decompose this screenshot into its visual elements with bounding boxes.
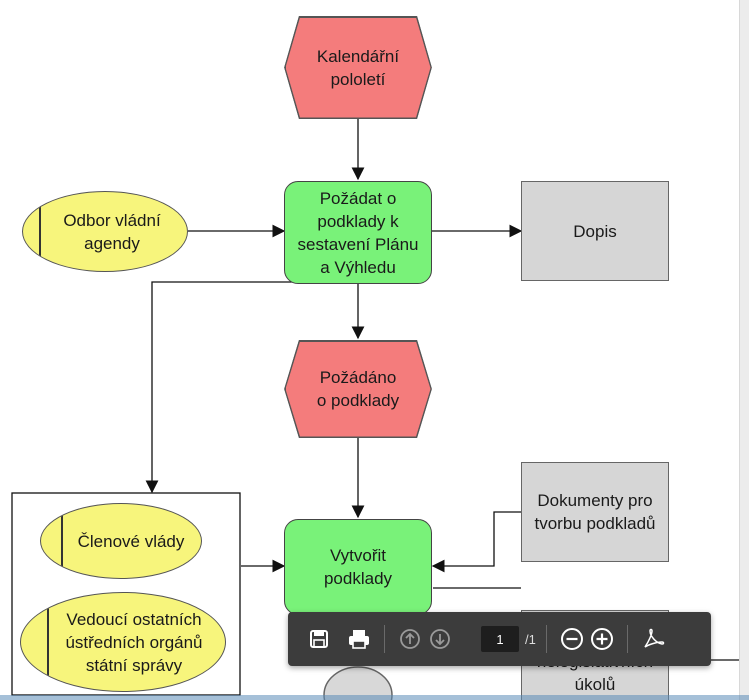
org-unit-odbor-vladni-agendy: Odbor vládní agendy [22, 191, 188, 272]
org-unit-odbor-label: Odbor vládní agendy [63, 210, 161, 253]
arrow-up-circle-icon[interactable] [395, 624, 425, 654]
page-total: /1 [525, 631, 536, 647]
event-kalendarni-label: Kalendářní pololetí [285, 17, 431, 118]
print-icon[interactable] [344, 624, 374, 654]
function-vytvorit-podklady: Vytvořit podklady [284, 519, 432, 615]
window-bottom-edge [0, 695, 749, 700]
document-dokumenty-pro-tvorbu: Dokumenty pro tvorbu podkladů [521, 462, 669, 562]
pdf-toolbar: /1 [288, 612, 711, 666]
zoom-out-icon[interactable] [557, 624, 587, 654]
org-unit-clenove-vlady: Členové vlády [40, 503, 202, 579]
toolbar-separator [626, 625, 628, 653]
save-icon[interactable] [304, 624, 334, 654]
event-pozadano-label: Požádáno o podklady [285, 341, 431, 437]
toolbar-separator [545, 625, 547, 653]
function-pozadat-o-podklady: Požádat o podklady k sestavení Plánu a V… [284, 181, 432, 284]
edge-dokumenty-vytvorit [431, 511, 521, 573]
org-unit-clenove-label: Členové vlády [77, 531, 185, 551]
event-pozadano-o-podklady: Požádáno o podklady [284, 340, 432, 438]
edge-pozadat-clenove [145, 281, 296, 494]
event-kalendarni-pololeti: Kalendářní pololetí [284, 16, 432, 119]
acrobat-icon[interactable] [638, 624, 668, 654]
page-number-input[interactable] [481, 626, 519, 652]
org-unit-vedouci-label: Vedoucí ostatních ústředních orgánů stát… [65, 609, 203, 675]
zoom-in-icon[interactable] [587, 624, 617, 654]
arrow-down-circle-icon[interactable] [425, 624, 455, 654]
scrollbar-track[interactable] [739, 0, 749, 700]
toolbar-separator [384, 625, 385, 653]
org-unit-vedouci: Vedoucí ostatních ústředních orgánů stát… [20, 592, 226, 692]
document-dopis: Dopis [521, 181, 669, 281]
